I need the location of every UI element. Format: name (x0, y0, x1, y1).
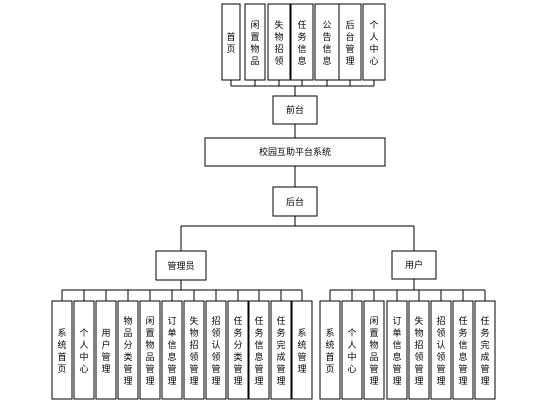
backend-label: 后台 (286, 196, 304, 208)
frontend-module-box (338, 3, 362, 81)
admin-module-label: 招领认领管理 (211, 315, 220, 387)
frontend-module-label: 个人中心 (369, 20, 378, 67)
frontend-module-0: 首页 (221, 3, 241, 81)
user-module-box (386, 300, 408, 400)
user-modules: 系统首页 个人中心 闲置物品管理 订单信息管理 失物招领管理 招领认领管理 任务信息管理 任务… (319, 300, 496, 400)
user-module-box (363, 300, 385, 400)
frontend-module-label: 闲置物品 (250, 20, 259, 67)
frontend-module-5: 后台管理 (338, 3, 362, 81)
user-module-label: 个人中心 (347, 328, 356, 375)
frontend-module-2: 失物招领 (267, 3, 291, 81)
frontend-module-box (362, 3, 386, 81)
admin-module-box (73, 300, 95, 400)
user-module-label: 闲置物品管理 (369, 316, 378, 387)
admin-module-box (270, 300, 292, 400)
user-node: 用户 (391, 250, 437, 280)
admin-module-label: 订单信息管理 (167, 316, 176, 387)
system-node: 校园互助平台系统 (204, 137, 386, 167)
admin-module-10: 任务完成管理 (270, 300, 292, 400)
admin-module-label: 系统首页 (57, 328, 66, 375)
admin-module-box (183, 300, 205, 400)
frontend-modules: 首页 闲置物品 失物招领 任务信息 公告信息 后台管理 个人中心 (221, 3, 386, 81)
user-module-4: 失物招领管理 (408, 300, 430, 400)
frontend-module-1: 闲置物品 (244, 3, 266, 81)
admin-module-0: 系统首页 (51, 300, 73, 400)
user-module-5: 招领认领管理 (430, 300, 452, 400)
frontend-label: 前台 (286, 104, 304, 116)
admin-module-label: 任务信息管理 (254, 315, 263, 387)
user-module-0: 系统首页 (319, 300, 341, 400)
user-module-label: 招领认领管理 (436, 315, 445, 387)
admin-module-box (95, 300, 117, 400)
user-module-box (430, 300, 452, 400)
frontend-node: 前台 (272, 95, 318, 125)
frontend-module-label: 公告信息 (322, 20, 331, 67)
user-module-box (452, 300, 474, 400)
user-module-label: 任务信息管理 (458, 315, 467, 387)
admin-module-label: 闲置物品管理 (145, 316, 154, 387)
admin-module-box (205, 300, 227, 400)
frontend-module-3: 任务信息 (290, 3, 314, 81)
user-module-label: 系统首页 (325, 328, 334, 375)
admin-module-box (139, 300, 161, 400)
admin-module-8: 任务分类管理 (227, 300, 249, 400)
user-module-7: 任务完成管理 (474, 300, 496, 400)
frontend-module-box (244, 3, 266, 81)
admin-module-label: 失物招领管理 (189, 315, 198, 387)
user-label: 用户 (405, 259, 423, 271)
frontend-module-label: 失物招领 (274, 19, 283, 67)
user-module-box (408, 300, 430, 400)
admin-module-label: 物品分类管理 (123, 315, 132, 387)
user-module-label: 任务完成管理 (480, 315, 489, 387)
backend-node: 后台 (272, 186, 318, 217)
admin-module-11: 系统管理 (291, 300, 313, 400)
admin-module-label: 用户管理 (101, 328, 110, 375)
admin-module-label: 任务分类管理 (233, 315, 242, 387)
admin-module-3: 物品分类管理 (117, 300, 139, 400)
admin-module-box (291, 300, 313, 400)
admin-module-box (248, 300, 270, 400)
user-module-box (319, 300, 341, 400)
admin-module-box (51, 300, 73, 400)
admin-modules: 系统首页 个人中心 用户管理 物品分类管理 闲置物品管理 订单信息管理 失物招领管理 招领认领… (51, 300, 313, 400)
user-module-label: 失物招领管理 (414, 315, 423, 387)
admin-module-box (161, 300, 183, 400)
frontend-module-label: 后台管理 (345, 20, 354, 67)
admin-module-1: 个人中心 (73, 300, 95, 400)
frontend-module-label: 任务信息 (297, 19, 306, 67)
admin-module-7: 招领认领管理 (205, 300, 227, 400)
admin-module-box (227, 300, 249, 400)
admin-node: 管理员 (155, 250, 207, 281)
user-module-box (341, 300, 363, 400)
frontend-module-box (221, 3, 241, 81)
frontend-module-box (267, 3, 291, 81)
admin-module-5: 订单信息管理 (161, 300, 183, 400)
admin-label: 管理员 (167, 260, 194, 272)
system-label: 校园互助平台系统 (259, 146, 331, 158)
user-module-1: 个人中心 (341, 300, 363, 400)
admin-module-label: 个人中心 (79, 328, 88, 375)
admin-module-2: 用户管理 (95, 300, 117, 400)
frontend-module-box (290, 3, 314, 81)
user-module-2: 闲置物品管理 (363, 300, 385, 400)
frontend-module-box (314, 3, 340, 81)
admin-module-9: 任务信息管理 (248, 300, 270, 400)
frontend-module-4: 公告信息 (314, 3, 340, 81)
user-module-3: 订单信息管理 (386, 300, 408, 400)
admin-module-label: 任务完成管理 (276, 315, 285, 387)
user-module-label: 订单信息管理 (392, 316, 401, 387)
admin-module-label: 系统管理 (297, 328, 306, 375)
admin-module-4: 闲置物品管理 (139, 300, 161, 400)
admin-module-box (117, 300, 139, 400)
frontend-module-label: 首页 (226, 31, 235, 55)
user-module-6: 任务信息管理 (452, 300, 474, 400)
frontend-module-6: 个人中心 (362, 3, 386, 81)
connectors (61, 80, 486, 301)
user-module-box (474, 300, 496, 400)
admin-module-6: 失物招领管理 (183, 300, 205, 400)
